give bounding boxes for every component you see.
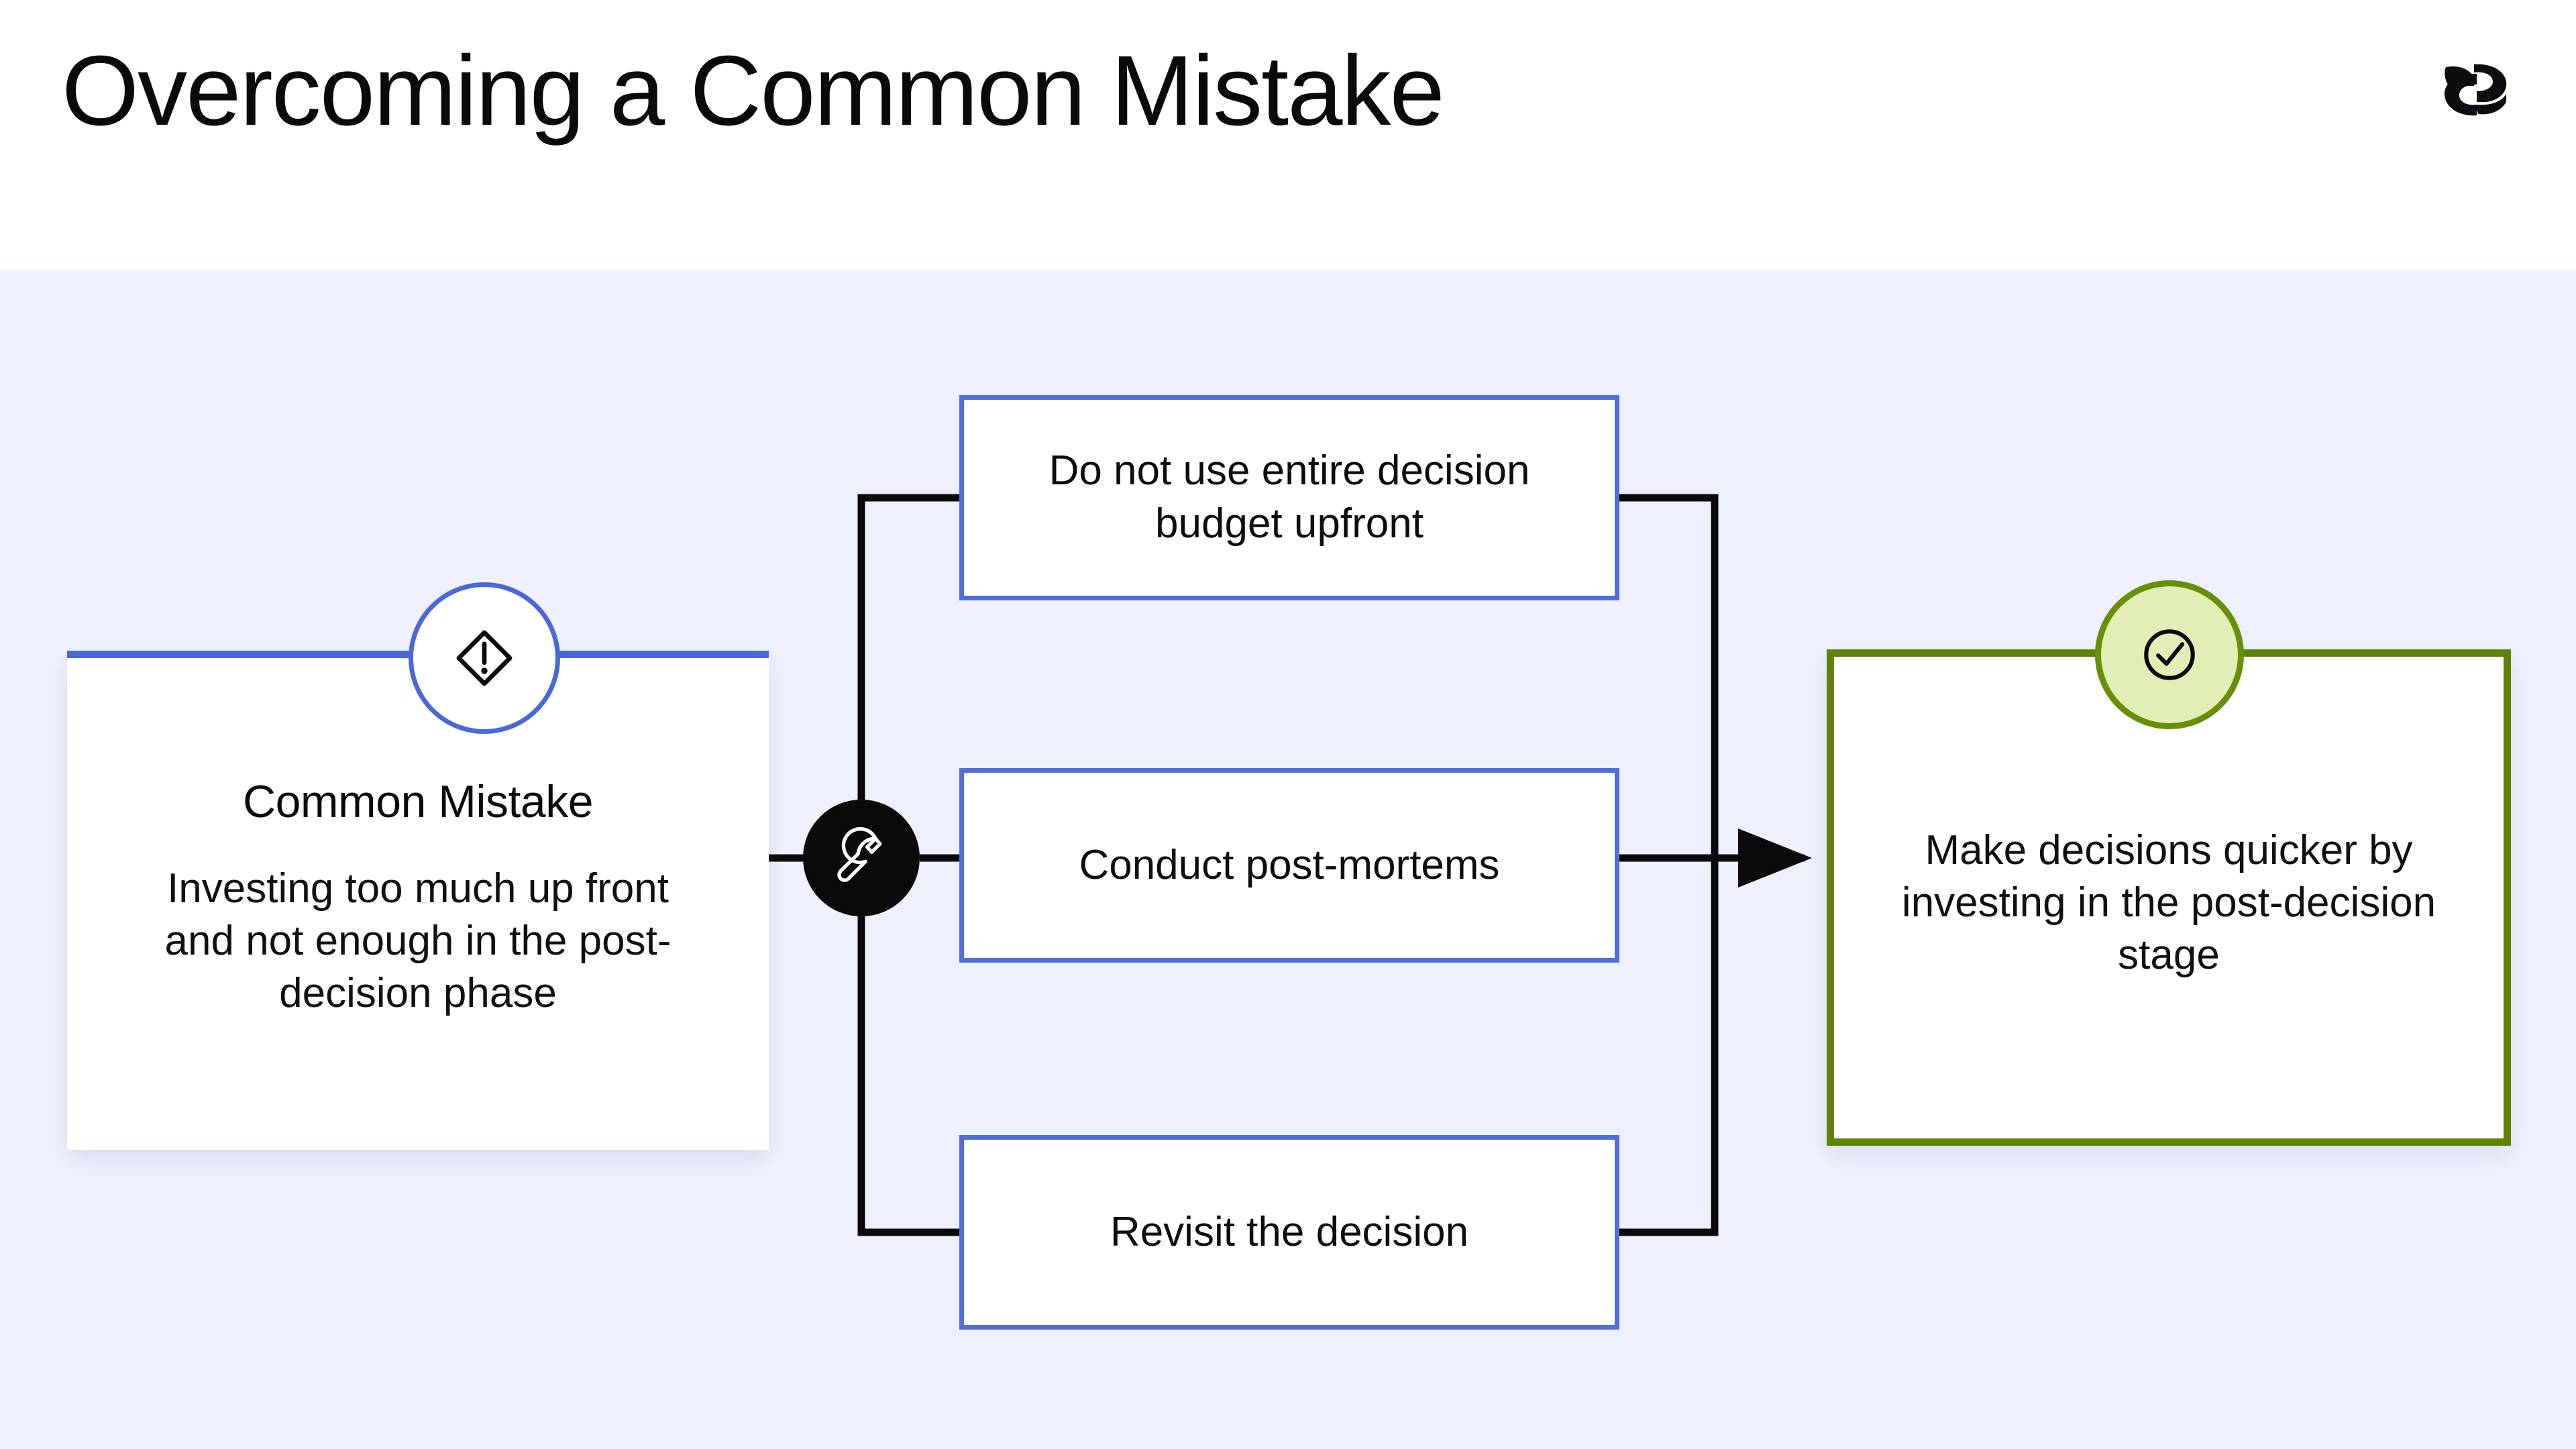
- step-box-3[interactable]: Revisit the decision: [959, 1135, 1619, 1330]
- common-mistake-description: Investing too much up front and not enou…: [164, 865, 672, 1017]
- step-label-2: Conduct post-mortems: [1079, 841, 1500, 888]
- step-label-3: Revisit the decision: [1110, 1208, 1469, 1255]
- outcome-description: Make decisions quicker by investing in t…: [1901, 827, 2436, 979]
- brand-double-swoosh-logo: [2435, 52, 2516, 126]
- step-label-1: Do not use entire decision budget upfron…: [1049, 447, 1530, 547]
- page-header: Overcoming a Common Mistake: [0, 0, 2576, 270]
- wrench-icon[interactable]: [803, 800, 920, 916]
- diagram-canvas: Common Mistake Investing too much up fro…: [0, 270, 2576, 1449]
- warning-diamond-icon: [409, 582, 560, 734]
- step-box-1[interactable]: Do not use entire decision budget upfron…: [959, 395, 1619, 600]
- page-title: Overcoming a Common Mistake: [62, 36, 1445, 146]
- common-mistake-card[interactable]: Common Mistake Investing too much up fro…: [67, 582, 769, 1150]
- common-mistake-heading: Common Mistake: [242, 776, 594, 827]
- check-circle-icon: [2095, 580, 2244, 729]
- outcome-card[interactable]: Make decisions quicker by investing in t…: [1827, 580, 2511, 1146]
- step-box-2[interactable]: Conduct post-mortems: [959, 768, 1619, 963]
